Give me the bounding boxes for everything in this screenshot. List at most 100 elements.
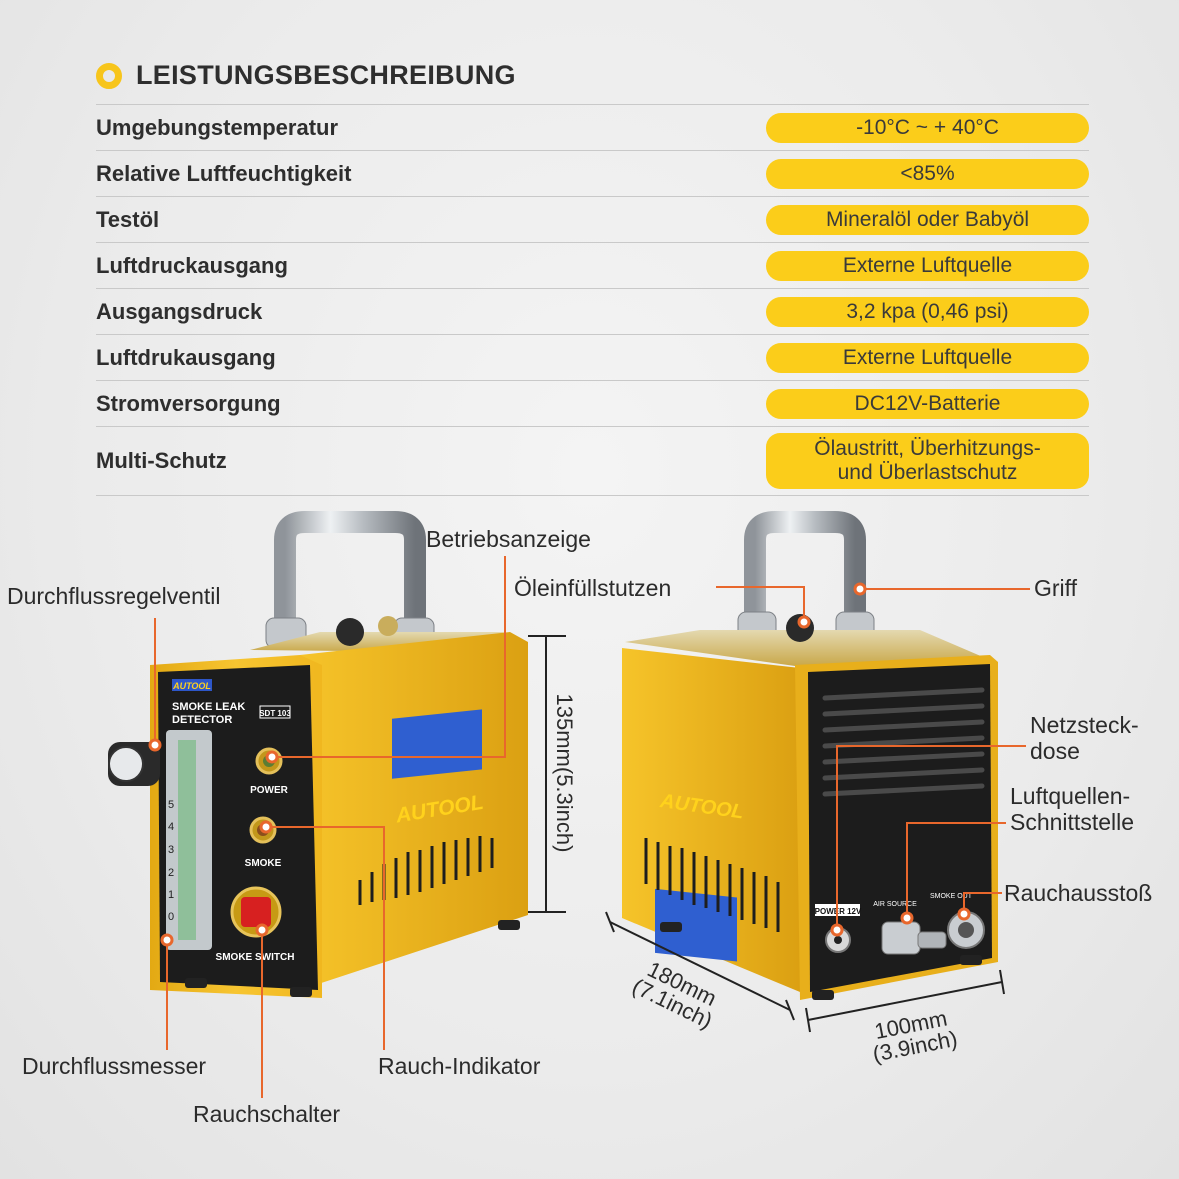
scale-tick: 0 (168, 911, 174, 923)
spec-label: Relative Luftfeuchtigkeit (96, 160, 352, 186)
spec-row: Testöl Mineralöl oder Babyöl (96, 196, 1089, 242)
spec-row: Relative Luftfeuchtigkeit <85% (96, 150, 1089, 196)
smoke-switch (241, 897, 271, 927)
spec-label: Ausgangsdruck (96, 298, 263, 324)
height-dimension (528, 635, 566, 913)
spec-row: Multi-Schutz Ölaustritt, Überhitzungs- u… (96, 426, 1089, 496)
callout-dot (148, 738, 162, 752)
leader-luftquellen (906, 822, 1006, 918)
spec-value: <85% (766, 158, 1089, 189)
callout-dot (853, 582, 867, 596)
callout-dot (255, 923, 269, 937)
callout-luftquellen: Luftquellen- Schnittstelle (1010, 783, 1134, 835)
callout-line: Netzsteck- (1030, 712, 1139, 738)
depth-dimension (605, 911, 795, 1021)
foot (498, 920, 520, 930)
model-badge (259, 705, 291, 719)
spec-header: LEISTUNGSBESCHREIBUNG (96, 60, 516, 91)
ring-icon (96, 62, 122, 89)
callout-dot (265, 750, 279, 764)
callout-dot (259, 820, 273, 834)
scale-tick: 3 (168, 844, 174, 856)
leader-netzsteckdose (836, 745, 1026, 930)
smoke-out-port-inner (958, 922, 974, 938)
rear-power-label: POWER 12V (815, 907, 862, 916)
brand-plate (172, 679, 212, 691)
spec-value: 3,2 kpa (0,46 psi) (766, 296, 1089, 327)
spec-label: Umgebungstemperatur (96, 114, 339, 140)
spec-value: DC12V-Batterie (766, 388, 1089, 419)
leader-oeleinfuellstutzen (716, 586, 805, 622)
foot (660, 922, 682, 932)
callout-durchflussregelventil: Durchflussregelventil (7, 583, 221, 609)
smoke-label: SMOKE (245, 858, 282, 869)
spec-value-line: Ölaustritt, Überhitzungs- (814, 437, 1041, 460)
scale-tick: 4 (168, 821, 174, 833)
callout-lines (154, 556, 1030, 1098)
scale-tick: 5 (168, 799, 174, 811)
spec-row: Ausgangsdruck 3,2 kpa (0,46 psi) (96, 288, 1089, 334)
page-title: LEISTUNGSBESCHREIBUNG (136, 60, 516, 90)
callout-rauch-indikator: Rauch-Indikator (378, 1053, 541, 1079)
spec-value: -10°C ~ + 40°C (766, 112, 1089, 143)
callout-rauchschalter: Rauchschalter (193, 1101, 341, 1127)
callout-dot (797, 615, 811, 629)
top-knob (378, 616, 398, 636)
foot (812, 990, 834, 1000)
side-vents (644, 838, 780, 932)
spec-row: Luftdruckausgang Externe Luftquelle (96, 242, 1089, 288)
right-unit: POWER 12V AIR SOURCE SMOKE OUT AUTOOL (622, 511, 998, 1000)
callout-griff: Griff (1034, 575, 1078, 601)
foot (290, 987, 312, 997)
air-source-connector (881, 921, 921, 955)
callout-dot (830, 923, 844, 937)
switch-label: SMOKE SWITCH (216, 952, 295, 963)
top-plate (625, 630, 990, 666)
spec-label: Stromversorgung (96, 390, 281, 416)
spec-value-line: und Überlastschutz (837, 461, 1018, 484)
model-label: SDT 103 (259, 709, 291, 718)
spec-label: Multi-Schutz (96, 448, 227, 473)
spec-table: Umgebungstemperatur -10°C ~ + 40°C Relat… (96, 104, 1089, 496)
rear-air-label: AIR SOURCE (873, 901, 917, 908)
callout-netzsteckdose: Netzsteck- dose (1030, 712, 1139, 764)
spec-row: Luftdrukausgang Externe Luftquelle (96, 334, 1089, 380)
power-socket-pin (834, 936, 842, 944)
power-label: POWER (250, 785, 289, 796)
callout-oeleinfuellstutzen: Öleinfüllstutzen (514, 575, 672, 601)
flow-valve-cap (108, 746, 144, 782)
handle (744, 511, 866, 632)
oil-cap (336, 618, 364, 646)
callout-dot (900, 911, 914, 925)
callout-durchflussmesser: Durchflussmesser (22, 1053, 207, 1079)
dimension-height: 135mm(5.3inch) (552, 693, 577, 853)
callout-line: dose (1030, 738, 1080, 764)
leader-rauch-indikator (266, 826, 385, 1050)
spec-value: Mineralöl oder Babyöl (766, 204, 1089, 235)
callout-rauchausstoss: Rauchausstoß (1004, 880, 1153, 906)
spec-row: Stromversorgung DC12V-Batterie (96, 380, 1089, 426)
handle (274, 511, 426, 640)
side-logo-plate (392, 709, 482, 779)
flowmeter-tube (178, 740, 196, 940)
width-dimension (805, 969, 1005, 1033)
left-unit: AUTOOL SMOKE LEAK DETECTOR SDT 103 5 4 3… (108, 511, 528, 998)
callout-line: Schnittstelle (1010, 809, 1135, 835)
callout-dot (957, 907, 971, 921)
spec-row: Umgebungstemperatur -10°C ~ + 40°C (96, 104, 1089, 150)
leader-betriebsanzeige (272, 556, 506, 758)
foot (185, 978, 207, 988)
callout-betriebsanzeige: Betriebsanzeige (426, 526, 591, 552)
callout-dot (160, 933, 174, 947)
foot (960, 955, 982, 965)
spec-label: Testöl (96, 206, 160, 232)
spec-label: Luftdrukausgang (96, 344, 276, 370)
product-label: DETECTOR (172, 714, 232, 726)
rear-vents (822, 687, 985, 797)
product-label: SMOKE LEAK (172, 701, 245, 713)
leader-rauchausstoss (963, 892, 1002, 914)
spec-value: Externe Luftquelle (766, 342, 1089, 373)
air-source-nozzle (917, 931, 947, 949)
rear-smoke-label: SMOKE OUT (930, 893, 973, 900)
